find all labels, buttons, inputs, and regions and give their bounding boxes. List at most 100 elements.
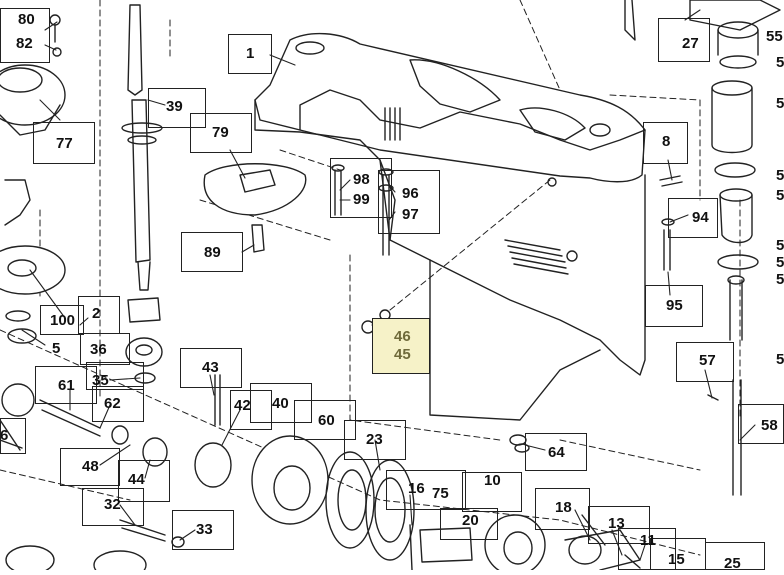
- part-label-5-left: 5: [52, 340, 61, 357]
- callout-box-61: [35, 366, 97, 404]
- callout-box-89: [181, 232, 243, 272]
- part-label-5-r8: 5: [776, 351, 784, 368]
- part-label-95: 95: [666, 297, 683, 314]
- part-label-39: 39: [166, 98, 183, 115]
- part-label-61: 61: [58, 377, 75, 394]
- callout-box-43: [180, 348, 242, 388]
- part-label-98: 98: [353, 171, 370, 188]
- part-label-10: 10: [484, 472, 501, 489]
- part-label-11: 11: [640, 532, 656, 549]
- callout-box-36: [80, 333, 130, 365]
- part-label-5-r3: 5: [776, 167, 784, 184]
- callout-box-20: [440, 508, 498, 540]
- part-label-60: 60: [318, 412, 335, 429]
- callout-box-96-97: [378, 170, 440, 234]
- part-label-94: 94: [692, 209, 709, 226]
- anti-cavitation-plate: [203, 163, 307, 253]
- part-label-80: 80: [18, 11, 35, 28]
- part-label-20: 20: [462, 512, 479, 529]
- callout-box-32: [82, 488, 144, 526]
- part-label-44: 44: [128, 471, 145, 488]
- callout-box-13: [588, 506, 650, 544]
- part-label-5-r1: 5: [776, 54, 784, 71]
- part-label-55: 55: [766, 28, 783, 45]
- callout-box-94: [668, 198, 718, 238]
- part-label-40: 40: [272, 395, 289, 412]
- part-label-25: 25: [724, 555, 741, 572]
- callout-box-64: [525, 433, 587, 471]
- part-label-5-r4: 5: [776, 187, 784, 204]
- part-label-5-r7: 5: [776, 271, 784, 288]
- part-label-16: 16: [408, 480, 425, 497]
- callout-box-39: [148, 88, 206, 128]
- callout-box-95: [645, 285, 703, 327]
- part-label-64: 64: [548, 444, 565, 461]
- part-label-75: 75: [432, 485, 449, 502]
- part-label-57: 57: [699, 352, 716, 369]
- part-label-58: 58: [761, 417, 778, 434]
- callout-box-42: [230, 390, 272, 430]
- mounting-bolts: [331, 164, 394, 256]
- callout-box-100: [40, 305, 84, 335]
- leader-lines: [21, 9, 756, 561]
- part-label-1: 1: [246, 45, 255, 62]
- shift-assembly-parts: [624, 0, 781, 496]
- callout-box-79: [190, 113, 252, 153]
- part-label-18: 18: [555, 499, 572, 516]
- part-label-45: 45: [394, 346, 411, 363]
- callout-box-6: [0, 418, 26, 454]
- part-label-27: 27: [682, 35, 699, 52]
- gear-set: [0, 297, 415, 575]
- callout-box-98-99: [330, 158, 392, 218]
- part-label-5-r2: 5: [776, 95, 784, 112]
- callout-box-18: [535, 488, 590, 530]
- callout-box-8: [643, 122, 688, 164]
- callout-box-23: [344, 420, 406, 460]
- part-label-99: 99: [353, 191, 370, 208]
- part-label-23: 23: [366, 431, 383, 448]
- part-label-42: 42: [234, 397, 251, 414]
- part-label-46: 46: [394, 328, 411, 345]
- part-label-96: 96: [402, 185, 419, 202]
- callout-box-80-82: [0, 8, 50, 63]
- water-pump-assembly: [0, 14, 66, 344]
- part-label-2: 2: [92, 305, 101, 322]
- part-label-15: 15: [668, 551, 685, 568]
- gearcase-housing: [254, 32, 646, 421]
- part-label-8: 8: [662, 133, 671, 150]
- part-label-82: 82: [16, 35, 33, 52]
- callout-box-62: [92, 386, 144, 422]
- part-label-36: 36: [90, 341, 107, 358]
- callout-box-77: [33, 122, 95, 164]
- part-label-62: 62: [104, 395, 121, 412]
- callout-box-33: [172, 510, 234, 550]
- callout-box-10: [462, 472, 522, 512]
- callout-box-48: [60, 448, 120, 486]
- part-label-79: 79: [212, 124, 229, 141]
- propeller-shaft-parts: [409, 434, 641, 575]
- part-label-100: 100: [50, 312, 76, 329]
- callout-box-1: [228, 34, 272, 74]
- part-label-77: 77: [56, 135, 73, 152]
- part-label-35: 35: [92, 372, 109, 389]
- part-label-32: 32: [104, 496, 121, 513]
- part-label-97: 97: [402, 206, 419, 223]
- callout-box-35: [86, 362, 144, 390]
- callout-box-44: [118, 460, 170, 502]
- part-label-5-r6: 5: [776, 254, 784, 271]
- part-label-5-r5: 5: [776, 237, 784, 254]
- callout-box-16-75: [386, 470, 466, 510]
- callout-box-40: [250, 383, 312, 423]
- part-label-6: 6: [0, 427, 9, 444]
- part-label-43: 43: [202, 359, 219, 376]
- callout-box-57: [676, 342, 734, 382]
- callout-box-46-45: [372, 318, 430, 374]
- part-label-13: 13: [608, 515, 625, 532]
- part-label-33: 33: [196, 521, 213, 538]
- part-label-89: 89: [204, 244, 221, 261]
- callout-box-27: [658, 18, 710, 62]
- drive-shaft: [121, 4, 163, 291]
- part-label-48: 48: [82, 458, 99, 475]
